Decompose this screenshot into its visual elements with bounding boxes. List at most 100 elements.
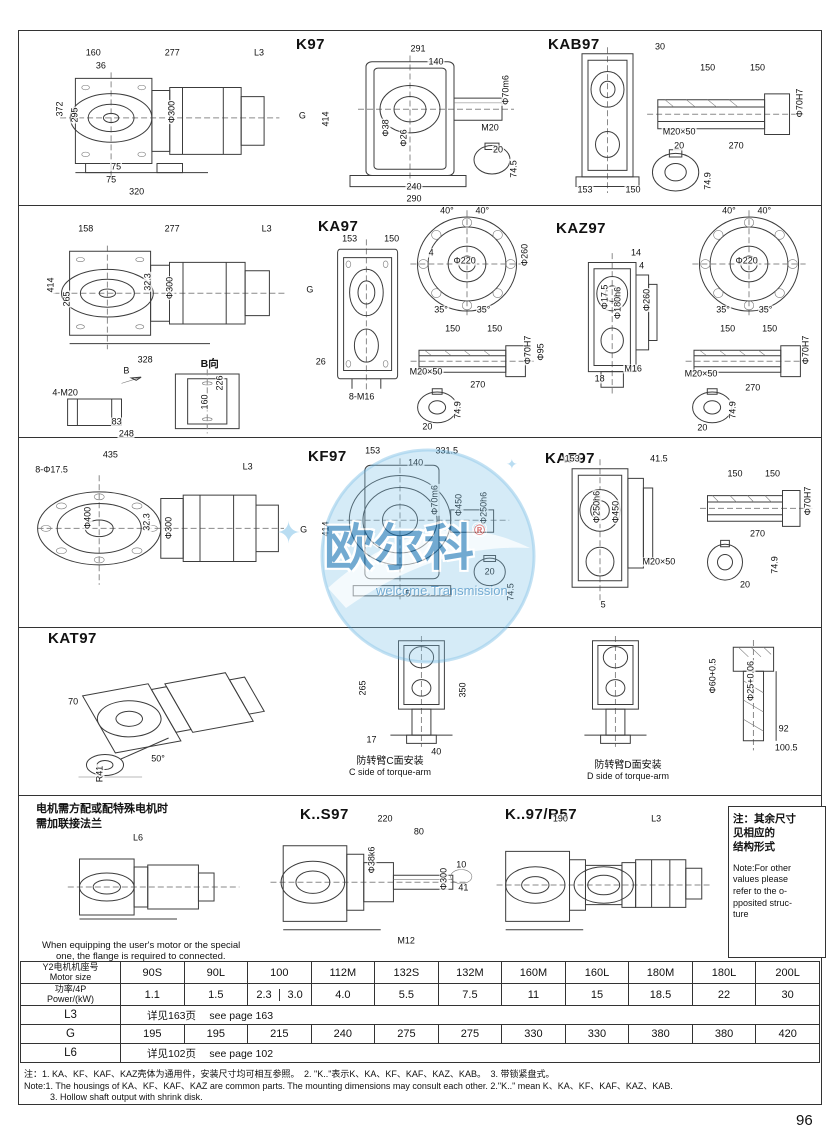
dim-label: 220 bbox=[376, 813, 394, 824]
kab97-housing-sketch bbox=[540, 44, 690, 206]
dim-label: Φ300 bbox=[164, 275, 174, 300]
table-cell: 195 bbox=[183, 1024, 249, 1044]
dim-label: L6 bbox=[131, 832, 145, 843]
dim-label: 40° bbox=[756, 205, 773, 216]
section-divider-2 bbox=[18, 437, 822, 438]
dim-label: Φ400 bbox=[82, 506, 93, 531]
dim-label: 160 bbox=[84, 47, 102, 58]
table-cell: 380 bbox=[628, 1024, 693, 1044]
hollow-shaft-section-sketch bbox=[680, 326, 820, 436]
dim-label: 4 bbox=[638, 260, 646, 271]
dim-label: 140 bbox=[427, 56, 445, 67]
dim-label: 435 bbox=[101, 449, 119, 460]
dim-label: Φ70m6 bbox=[500, 74, 511, 107]
dim-label: 350 bbox=[457, 681, 468, 699]
dim-label: 36 bbox=[94, 60, 107, 71]
table-cell: 132M bbox=[437, 961, 503, 984]
dim-label: 414 bbox=[320, 110, 331, 128]
dim-label: 74.5 bbox=[508, 159, 519, 179]
dim-label: Φ60+0.5 bbox=[707, 657, 718, 695]
table-cell: 100 bbox=[247, 961, 312, 984]
dim-label: Φ70H7 bbox=[522, 334, 533, 366]
dim-label: 150 bbox=[748, 62, 766, 73]
table-cell: 275 bbox=[374, 1024, 439, 1044]
table-span-cell: 详见163页 see page 163 bbox=[120, 1005, 820, 1025]
dim-label: 74.5 bbox=[505, 582, 516, 603]
table-cell: 215 bbox=[247, 1024, 312, 1044]
dim-label: 414 bbox=[320, 520, 331, 538]
table-cell: 180M bbox=[628, 961, 693, 984]
dim-label: Φ70m6 bbox=[429, 483, 440, 516]
dim-label: 74.9 bbox=[702, 171, 713, 191]
dim-label: L3 bbox=[260, 223, 273, 234]
dim-label: 150 bbox=[383, 233, 401, 244]
dim-label: 240 bbox=[405, 181, 423, 192]
dim-label: M12 bbox=[396, 935, 416, 946]
dim-label: 5 bbox=[599, 599, 607, 610]
dim-label: 248 bbox=[117, 428, 135, 439]
torque-arm-c-caption-en: C side of torque-arm bbox=[348, 767, 432, 777]
dim-label: 32.3 bbox=[142, 272, 153, 292]
dim-label: Φ250h6 bbox=[591, 490, 602, 525]
dim-label: 20 bbox=[673, 140, 686, 151]
dim-label: Φ300 bbox=[166, 99, 177, 124]
shaft-input-gearbox-sketch bbox=[262, 815, 474, 955]
table-cell: 132S bbox=[374, 961, 439, 984]
table-cell: 195 bbox=[120, 1024, 185, 1044]
hollow-shaft-section-sketch bbox=[695, 470, 820, 598]
section-divider-4 bbox=[18, 795, 822, 796]
torque-arm-view-sketch bbox=[358, 636, 493, 754]
dim-label: 290 bbox=[405, 193, 423, 204]
table-cell: 330 bbox=[501, 1024, 566, 1044]
dim-label: 270 bbox=[748, 528, 767, 539]
dim-label: 41 bbox=[457, 882, 470, 893]
page-frame bbox=[18, 30, 822, 1105]
dim-label: 100.5 bbox=[773, 742, 799, 753]
table-cell: 30 bbox=[755, 983, 820, 1006]
title-kat97: KAT97 bbox=[48, 630, 97, 647]
hollow-shaft-section-sketch bbox=[405, 326, 545, 436]
dim-label: 8-M16 bbox=[347, 391, 376, 402]
dim-label: B向 bbox=[199, 357, 220, 370]
dim-label: 35° bbox=[433, 304, 449, 315]
dim-label: Φ260 bbox=[641, 287, 652, 313]
dim-label: 74.9 bbox=[727, 399, 738, 420]
flange-note-cn-line1: 电机需方配或配特殊电机时 bbox=[36, 803, 168, 815]
dim-label: L3 bbox=[241, 461, 254, 472]
dim-label: 153 bbox=[576, 184, 594, 195]
row-label: L6 bbox=[20, 1043, 121, 1063]
dim-label: Φ260 bbox=[519, 242, 530, 268]
dim-label: 265 bbox=[357, 679, 368, 697]
dim-label: 35° bbox=[475, 304, 492, 315]
dim-label: 150 bbox=[699, 62, 717, 73]
hollow-shaft-section-sketch bbox=[640, 62, 818, 207]
dim-label: 265 bbox=[61, 290, 72, 308]
dim-label: R41 bbox=[94, 764, 105, 784]
flange-bolt-circle-sketch bbox=[690, 208, 808, 320]
dim-label: 150 bbox=[763, 468, 782, 479]
torque-arm-c-caption: 防转臂C面安装 C side of torque-arm bbox=[300, 752, 480, 777]
table-cell: 90L bbox=[183, 961, 249, 984]
dim-label: 20 bbox=[491, 144, 505, 155]
title-ks97: K..S97 bbox=[300, 806, 349, 823]
dim-label: 270 bbox=[469, 379, 487, 390]
dim-label: 140 bbox=[407, 457, 425, 468]
dim-label: Φ250h6 bbox=[478, 491, 489, 526]
dim-label: M20×50 bbox=[641, 556, 677, 567]
table-cell: 18.5 bbox=[628, 983, 693, 1006]
dim-label: 150 bbox=[444, 323, 462, 334]
dim-label: 277 bbox=[163, 47, 181, 58]
dim-label: 75 bbox=[105, 174, 118, 185]
table-cell: 160M bbox=[501, 961, 566, 984]
b-direction-sketch bbox=[48, 360, 293, 438]
dim-label: 18 bbox=[593, 373, 606, 384]
